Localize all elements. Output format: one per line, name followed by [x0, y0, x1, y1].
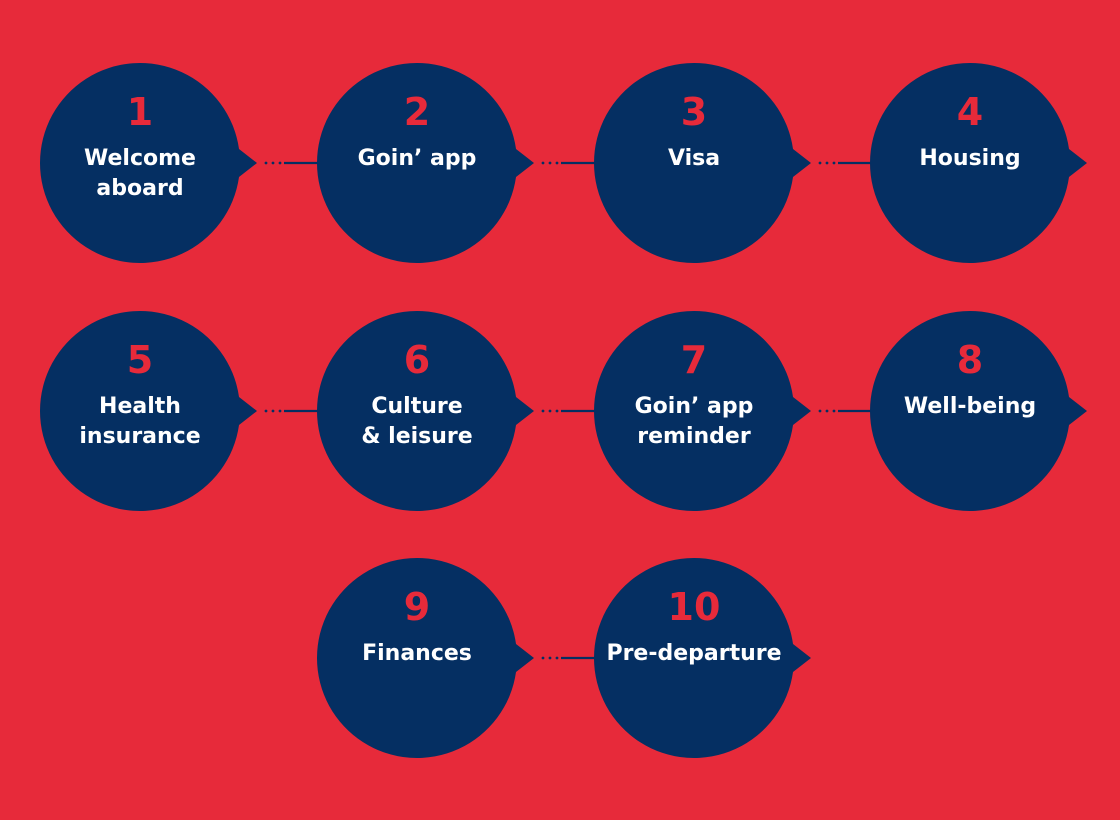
step-label-line: Health: [99, 394, 181, 419]
connector: [541, 409, 600, 413]
step-bubble: [870, 62, 1087, 264]
connector-dot: [555, 161, 559, 165]
step-number: 1: [127, 90, 153, 134]
connector-dot: [818, 409, 822, 413]
step-label-line: aboard: [96, 176, 183, 201]
connector-dot: [555, 409, 559, 413]
connector-dot: [548, 409, 552, 413]
connector-dot: [548, 656, 552, 660]
step-bubble: [40, 310, 258, 511]
step-number: 3: [681, 90, 707, 134]
connector-dot: [541, 656, 545, 660]
step-bubble: [317, 558, 534, 758]
connector: [818, 409, 876, 413]
step-label-line: Goin’ app: [635, 394, 754, 419]
step-bubble: [317, 62, 534, 264]
step-bubble: [317, 310, 534, 511]
connector-dot: [548, 161, 552, 165]
connector: [541, 656, 600, 660]
connectors-layer: [264, 161, 876, 660]
step-label-line: Visa: [668, 146, 720, 171]
step-label-line: Welcome: [84, 146, 196, 171]
step-label-line: Housing: [919, 146, 1020, 171]
connector-dot: [264, 161, 268, 165]
connector-dot: [832, 161, 836, 165]
connector-dot: [541, 409, 545, 413]
step-bubble: [593, 310, 811, 511]
step-label-line: & leisure: [361, 424, 472, 449]
connector-dot: [278, 161, 282, 165]
step-number: 6: [404, 338, 430, 382]
connector: [264, 409, 323, 413]
step-number: 7: [681, 338, 707, 382]
step-number: 5: [127, 338, 153, 382]
step-label-line: Finances: [362, 641, 472, 666]
step-bubble: [593, 62, 811, 264]
step-number: 9: [404, 585, 430, 629]
connector-dot: [271, 409, 275, 413]
step-number: 8: [957, 338, 983, 382]
connector-dot: [264, 409, 268, 413]
step-bubble: [40, 62, 258, 264]
step-label-line: Culture: [371, 394, 462, 419]
step-bubble: [870, 310, 1087, 511]
step-label-line: Pre-departure: [606, 641, 781, 666]
connector-dot: [832, 409, 836, 413]
step-number: 10: [668, 585, 721, 629]
step-label-line: insurance: [79, 424, 200, 449]
step-label-line: reminder: [637, 424, 751, 449]
step-number: 2: [404, 90, 430, 134]
connector-dot: [271, 161, 275, 165]
connector: [264, 161, 323, 165]
connector-dot: [818, 161, 822, 165]
connector-dot: [555, 656, 559, 660]
step-number: 4: [957, 90, 983, 134]
connector-dot: [541, 161, 545, 165]
connector-dot: [825, 409, 829, 413]
connector-dot: [825, 161, 829, 165]
step-label-line: Well-being: [904, 394, 1036, 419]
connector-dot: [278, 409, 282, 413]
connector: [541, 161, 600, 165]
connector: [818, 161, 876, 165]
step-bubble: [593, 558, 811, 758]
step-label-line: Goin’ app: [358, 146, 477, 171]
